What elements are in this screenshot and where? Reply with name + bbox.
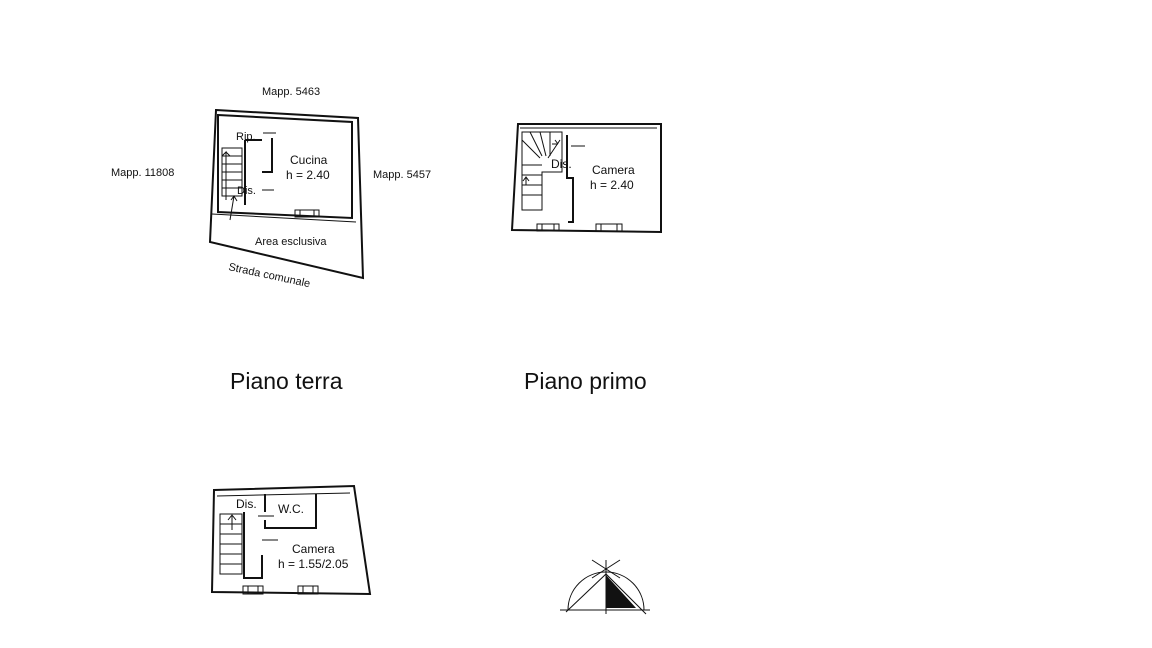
first-floor-stairs — [521, 131, 563, 211]
attic-stairs — [219, 513, 243, 575]
outdoor-area-label: Area esclusiva — [255, 236, 327, 248]
neighbor-right-label: Mapp. 5457 — [373, 169, 431, 181]
neighbor-top-label: Mapp. 5463 — [262, 86, 320, 98]
entrance-arrow — [229, 195, 238, 221]
street-label: Strada comunale — [227, 261, 311, 290]
attic-floor-outline — [210, 484, 372, 596]
first-floor-bedroom-height: h = 2.40 — [590, 178, 634, 192]
ground-floor-plan: Mapp. 5463 Mapp. 11808 Mapp. 5457 Rip. C… — [111, 86, 431, 394]
ground-floor-outline — [208, 108, 365, 280]
room-dis-label: Dis. — [237, 185, 256, 197]
attic-door-left — [242, 585, 264, 595]
room-kitchen-label: Cucina — [290, 153, 328, 167]
attic-bedroom-label: Camera — [292, 542, 335, 556]
neighbor-left-label: Mapp. 11808 — [111, 167, 174, 179]
first-floor-plan: Dis. Camera h = 2.40 Piano primo — [510, 123, 662, 394]
attic-wc-wall — [264, 494, 317, 529]
room-kitchen-height: h = 2.40 — [286, 168, 330, 182]
compass-rose-icon — [560, 559, 650, 615]
first-floor-dis-label: Dis. — [551, 157, 572, 171]
first-floor-partition — [566, 135, 574, 223]
attic-door-right — [297, 585, 319, 595]
ground-floor-stairs — [221, 147, 243, 200]
first-floor-title: Piano primo — [524, 368, 647, 394]
room-rip-label: Rip. — [236, 131, 256, 143]
attic-inner-line — [216, 492, 351, 497]
ground-floor-building-wall — [217, 113, 353, 220]
kitchen-partition — [262, 138, 273, 173]
first-floor-door-left — [536, 223, 560, 232]
facade-line — [211, 213, 357, 223]
attic-dis-label: Dis. — [236, 497, 257, 511]
first-floor-door-right — [595, 223, 623, 232]
ground-floor-door — [294, 209, 320, 218]
attic-wc-label: W.C. — [278, 502, 304, 516]
attic-stair-wall — [243, 512, 263, 579]
first-floor-outline — [510, 123, 662, 234]
first-floor-bedroom-label: Camera — [592, 163, 635, 177]
ground-floor-title: Piano terra — [230, 368, 343, 394]
attic-bedroom-height: h = 1.55/2.05 — [278, 557, 349, 571]
attic-floor-plan: Dis. W.C. Camera h = 1.55/2.05 — [210, 484, 372, 596]
